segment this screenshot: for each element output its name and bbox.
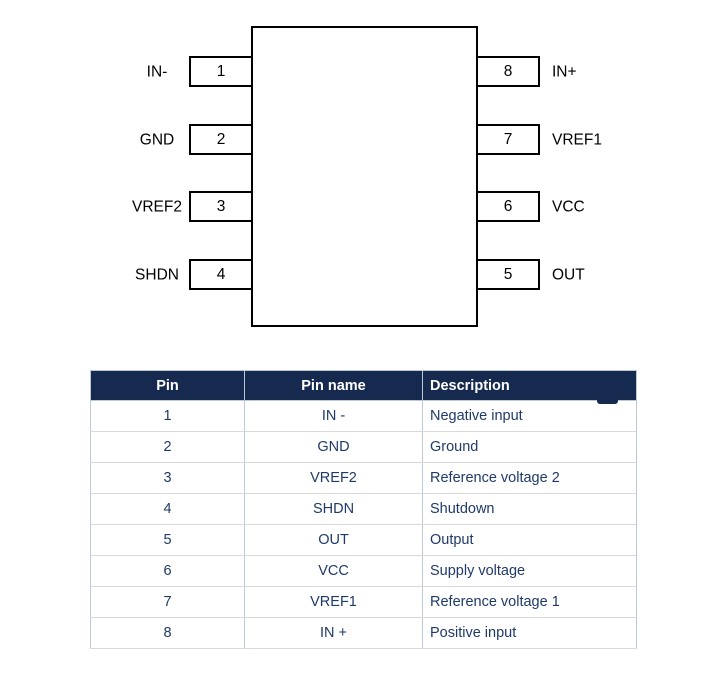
pin-row-right: 8 IN+ xyxy=(476,56,577,87)
pin-label: VCC xyxy=(552,197,585,215)
pin-box: 8 xyxy=(476,56,540,87)
pin-number: 1 xyxy=(216,62,226,80)
header-notch xyxy=(597,399,618,404)
cell-pin: 7 xyxy=(90,586,245,618)
pin-row-right: 6 VCC xyxy=(476,191,585,222)
cell-pin: 2 xyxy=(90,431,245,463)
pin-row-left: IN- 1 xyxy=(147,56,253,87)
pin-label: IN+ xyxy=(552,62,577,80)
cell-description: Negative input xyxy=(422,400,637,432)
cell-description: Shutdown xyxy=(422,493,637,525)
cell-pin: 5 xyxy=(90,524,245,556)
pin-label: VREF2 xyxy=(132,197,182,215)
ic-pinout-diagram: IN- 1 GND 2 VREF2 3 SHDN 4 8 IN+ 7 VREF1… xyxy=(132,26,602,327)
header-pin: Pin xyxy=(90,370,245,401)
table-row: 1 IN - Negative input xyxy=(90,400,637,432)
pin-row-right: 5 OUT xyxy=(476,259,585,290)
table-row: 6 VCC Supply voltage xyxy=(90,555,637,587)
cell-pin: 1 xyxy=(90,400,245,432)
pin-table-header: Pin Pin name Description xyxy=(90,370,637,401)
cell-pin-name: OUT xyxy=(244,524,423,556)
cell-pin: 8 xyxy=(90,617,245,649)
pin-label: VREF1 xyxy=(552,130,602,148)
cell-description: Output xyxy=(422,524,637,556)
pin-box: 7 xyxy=(476,124,540,155)
pin-label: IN- xyxy=(146,62,168,80)
pin-box: 1 xyxy=(189,56,253,87)
pin-label: OUT xyxy=(552,265,585,283)
table-row: 8 IN + Positive input xyxy=(90,617,637,649)
pin-row-left: VREF2 3 xyxy=(132,191,253,222)
pin-label: SHDN xyxy=(135,265,179,283)
cell-pin-name: VREF1 xyxy=(244,586,423,618)
pin-label: GND xyxy=(139,130,175,148)
pin-box: 2 xyxy=(189,124,253,155)
pin-table: Pin Pin name Description 1 IN - Negative… xyxy=(90,370,637,649)
pin-row-left: GND 2 xyxy=(140,124,253,155)
cell-description: Ground xyxy=(422,431,637,463)
pin-box: 6 xyxy=(476,191,540,222)
header-description: Description xyxy=(422,370,637,401)
cell-pin-name: SHDN xyxy=(244,493,423,525)
pin-number: 4 xyxy=(216,265,226,283)
pin-number: 3 xyxy=(216,197,226,215)
cell-pin-name: GND xyxy=(244,431,423,463)
chip-body xyxy=(251,26,478,327)
pin-number: 7 xyxy=(503,130,513,148)
pin-box: 3 xyxy=(189,191,253,222)
cell-description: Reference voltage 1 xyxy=(422,586,637,618)
cell-pin: 6 xyxy=(90,555,245,587)
cell-pin-name: VREF2 xyxy=(244,462,423,494)
pin-box: 5 xyxy=(476,259,540,290)
pin-number: 2 xyxy=(216,130,226,148)
table-row: 2 GND Ground xyxy=(90,431,637,463)
pin-number: 5 xyxy=(503,265,513,283)
pin-number: 6 xyxy=(503,197,513,215)
cell-pin-name: VCC xyxy=(244,555,423,587)
pin-box: 4 xyxy=(189,259,253,290)
table-row: 7 VREF1 Reference voltage 1 xyxy=(90,586,637,618)
header-pin-name: Pin name xyxy=(244,370,423,401)
cell-pin-name: IN - xyxy=(244,400,423,432)
pin-row-left: SHDN 4 xyxy=(135,259,253,290)
table-row: 5 OUT Output xyxy=(90,524,637,556)
cell-description: Positive input xyxy=(422,617,637,649)
cell-description: Reference voltage 2 xyxy=(422,462,637,494)
cell-description: Supply voltage xyxy=(422,555,637,587)
pin-number: 8 xyxy=(503,62,513,80)
cell-pin: 3 xyxy=(90,462,245,494)
pin-row-right: 7 VREF1 xyxy=(476,124,602,155)
table-row: 4 SHDN Shutdown xyxy=(90,493,637,525)
header-row: Pin Pin name Description xyxy=(90,370,637,401)
pin-table-body: 1 IN - Negative input 2 GND Ground 3 VRE… xyxy=(90,400,637,649)
cell-pin-name: IN + xyxy=(244,617,423,649)
cell-pin: 4 xyxy=(90,493,245,525)
table-row: 3 VREF2 Reference voltage 2 xyxy=(90,462,637,494)
